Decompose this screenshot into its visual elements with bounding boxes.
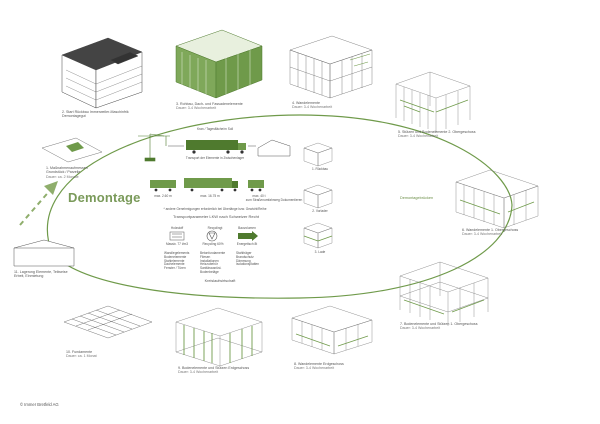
frame-step7 xyxy=(400,262,488,326)
energy-arrow-icon xyxy=(238,231,258,241)
parcel-step1 xyxy=(42,138,102,162)
frame-step9-green xyxy=(184,325,252,363)
circ-item-1: Holzstoff xyxy=(162,227,192,231)
regulation-note: * andere Genehmigungen erforderlich bei … xyxy=(150,208,280,212)
frame-step4-green xyxy=(350,54,370,66)
wood-icon xyxy=(170,232,184,240)
circ-item-3: Bauvolumen xyxy=(232,227,262,231)
diagram-title: Demontage xyxy=(68,190,141,205)
frame-step8 xyxy=(292,306,372,354)
frame-step6 xyxy=(456,170,538,228)
step-5-label: 5. Stützen und Bodenelemente 2. Obergesc… xyxy=(398,130,498,139)
truck-icon xyxy=(186,140,246,154)
mini-stack-1 xyxy=(304,143,332,166)
frame-step9 xyxy=(176,308,262,366)
kreislauf-label: Kreislaufwirtschaft xyxy=(190,280,250,284)
shed-step11 xyxy=(14,240,74,266)
credit: © Immer Bretfeld AG xyxy=(20,402,59,407)
frame-step4 xyxy=(290,36,372,98)
step-9-label: 9. Bodenelemente und Stützen Erdgeschoss… xyxy=(178,366,278,375)
circ-value-3: Energetisch 8t xyxy=(232,243,262,247)
truck-length-2: max. 16.75 m xyxy=(190,195,230,199)
circ-value-1: Massiv. 77 t/m3 xyxy=(162,243,192,247)
mini-stack-3 xyxy=(304,223,332,248)
transport-rule: Transportparameter LKW nach Schweizer Re… xyxy=(156,215,276,219)
side-label: Demontagebrücken xyxy=(400,196,433,200)
foundation-step10 xyxy=(64,306,152,338)
truck-length-1: max. 2.60 m xyxy=(146,195,180,199)
dashed-arrow-head xyxy=(44,181,58,195)
dashed-arrow xyxy=(20,188,52,225)
mini-stack-2 xyxy=(304,185,332,208)
step-7-label: 7. Bodenelemente und Stützen 1. Obergesc… xyxy=(400,322,510,331)
step-2-label: 2. Start Rückbau Immerweiler-Maschinfrik… xyxy=(62,110,152,119)
frame-step5 xyxy=(396,72,470,132)
mini-label-1: 1. Rückbau xyxy=(300,168,340,172)
transport-label: Transport der Elemente in Zwischenlager xyxy=(170,157,260,161)
truck-note: zum Straßenumfahrweg Dokumentieren xyxy=(244,199,304,203)
frame-step6-green xyxy=(460,200,534,214)
truck-small-icon xyxy=(150,180,176,191)
warehouse-icon xyxy=(258,140,290,156)
circ-value-2: Recycling 60% xyxy=(198,243,228,247)
frame-step7-green xyxy=(404,300,484,314)
mini-label-3: 3. Lade xyxy=(300,251,340,255)
load-stack-icon xyxy=(248,180,264,191)
circ-item-2: Recyclingt xyxy=(200,227,230,231)
crane-icon xyxy=(138,134,170,161)
recycling-icon xyxy=(207,231,217,241)
building-step3 xyxy=(176,30,262,98)
mini-label-2: 2. Vorlader xyxy=(300,210,340,214)
frame-step8-green xyxy=(296,334,368,346)
truck-large-icon xyxy=(184,178,238,191)
crane-label: Kran / Tagesfläche/m Soll xyxy=(180,128,250,132)
